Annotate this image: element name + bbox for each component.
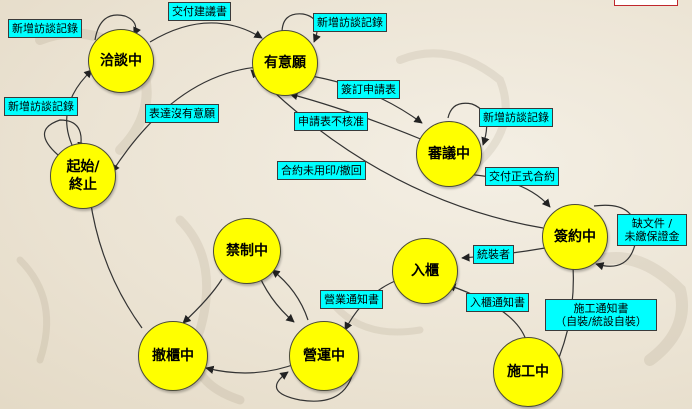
label-contract-withdrawn: 合約未用印/撤回 — [277, 161, 366, 180]
arrow-chechui-to-qishi — [86, 197, 143, 329]
label-add-record-youyiyuan: 新增訪談記錄 — [313, 13, 387, 32]
state-ruchui-node[interactable]: 入櫃 — [392, 238, 458, 304]
label-application-rejected: 申請表不核准 — [294, 112, 368, 131]
label-business-notice: 營業通知書 — [320, 290, 383, 309]
arrow-yingyun-to-chechui — [205, 362, 299, 374]
state-yingyun-node[interactable]: 營運中 — [289, 321, 359, 391]
label-add-record-shenyi: 新增訪談記錄 — [479, 108, 553, 127]
arrow-youyiyuan-to-qishi — [111, 66, 259, 173]
label-missing-documents: 缺文件 / 未繳保證金 — [617, 214, 687, 246]
label-move-in-notice: 入櫃通知書 — [466, 293, 529, 312]
label-deliver-proposal: 交付建議書 — [168, 2, 231, 21]
corner-frame-decoration — [614, 0, 678, 6]
arrow-qianyue-to-youyiyuan — [250, 69, 544, 229]
label-add-record-qiatan: 新增訪談記錄 — [8, 19, 82, 38]
arrow-qiatan-to-youyiyuan — [149, 22, 263, 43]
label-outfitter: 統裝者 — [473, 245, 514, 264]
arrow-qiatan-self-loop — [94, 14, 141, 41]
state-qishi-node[interactable]: 起始/ 終止 — [50, 143, 116, 209]
arrow-yingyun-self-loop — [275, 361, 356, 402]
state-qianyue-node[interactable]: 簽約中 — [542, 204, 608, 270]
label-construction-notice: 施工通知書 （自裝/統設自裝） — [545, 299, 657, 331]
state-chechui-node[interactable]: 撤櫃中 — [138, 321, 208, 391]
state-jinzhi-node[interactable]: 禁制中 — [213, 218, 281, 284]
label-add-record-qishi: 新增訪談記錄 — [4, 97, 78, 116]
arrow-qishi-self-loop — [43, 119, 86, 156]
label-sign-application: 簽訂申請表 — [337, 80, 400, 99]
label-deliver-contract: 交付正式合約 — [485, 167, 559, 186]
arrow-shenyi-self-loop — [447, 102, 490, 146]
state-youyiyuan-node[interactable]: 有意願 — [252, 30, 318, 96]
state-qiatan-node[interactable]: 洽談中 — [88, 29, 154, 93]
label-no-intention: 表達沒有意願 — [145, 104, 219, 123]
arrow-yingyun-to-jinzhi — [271, 269, 309, 321]
state-shigong-node[interactable]: 施工中 — [493, 337, 563, 407]
state-shenyi-node[interactable]: 審議中 — [416, 121, 482, 187]
arrow-jinzhi-to-chechui — [182, 278, 223, 324]
